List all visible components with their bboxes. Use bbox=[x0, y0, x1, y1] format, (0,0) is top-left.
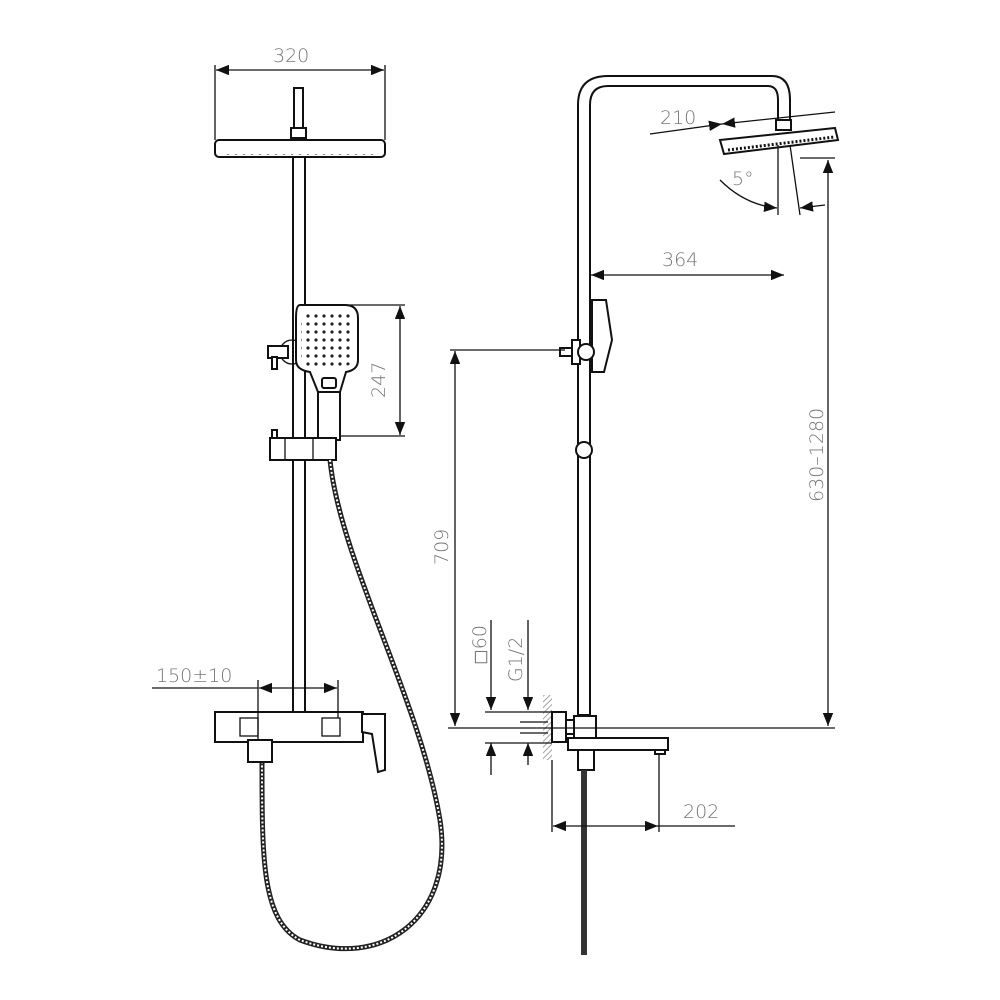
dimension-709: 709 bbox=[431, 349, 835, 729]
rain-shower-head bbox=[214, 87, 386, 158]
dimension-wall-plate: ◻60 bbox=[469, 620, 552, 775]
dimension-210: 210 bbox=[649, 107, 836, 135]
dim-label-247: 247 bbox=[368, 362, 390, 398]
dimension-364: 364 bbox=[591, 249, 784, 281]
dimension-630-1280: 630–1280 bbox=[800, 157, 835, 726]
dim-label-60: ◻60 bbox=[469, 625, 491, 665]
dim-label-210: 210 bbox=[660, 107, 696, 129]
dim-label-g12: G1/2 bbox=[505, 637, 527, 682]
side-mixer bbox=[543, 695, 669, 955]
dim-label-150: 150±10 bbox=[156, 665, 232, 687]
dim-label-5deg: 5° bbox=[732, 168, 754, 190]
dim-label-709: 709 bbox=[431, 529, 453, 565]
side-rain-head bbox=[718, 119, 840, 156]
shower-column bbox=[577, 75, 791, 716]
dimension-202: 202 bbox=[551, 754, 735, 832]
side-view: 210 5° 364 630–1280 709 bbox=[431, 75, 840, 955]
dimension-angle: 5° bbox=[719, 144, 826, 216]
dim-label-364: 364 bbox=[662, 249, 698, 271]
slide-rail bbox=[292, 156, 306, 714]
shower-hose bbox=[259, 459, 445, 952]
dimension-320: 320 bbox=[214, 45, 386, 140]
dim-label-630-1280: 630–1280 bbox=[806, 408, 828, 502]
dimension-150: 150±10 bbox=[152, 665, 339, 740]
dimension-thread: G1/2 bbox=[505, 620, 548, 765]
holder-ball bbox=[575, 441, 593, 459]
dimension-247: 247 bbox=[330, 304, 406, 437]
hand-shower bbox=[295, 304, 359, 441]
thermostatic-mixer bbox=[214, 711, 386, 774]
front-view: 320 247 150±10 bbox=[152, 45, 445, 952]
side-hand-shower bbox=[559, 299, 614, 373]
dim-label-320: 320 bbox=[273, 45, 309, 67]
hand-shower-holder bbox=[269, 429, 337, 461]
dim-label-202: 202 bbox=[683, 801, 719, 823]
